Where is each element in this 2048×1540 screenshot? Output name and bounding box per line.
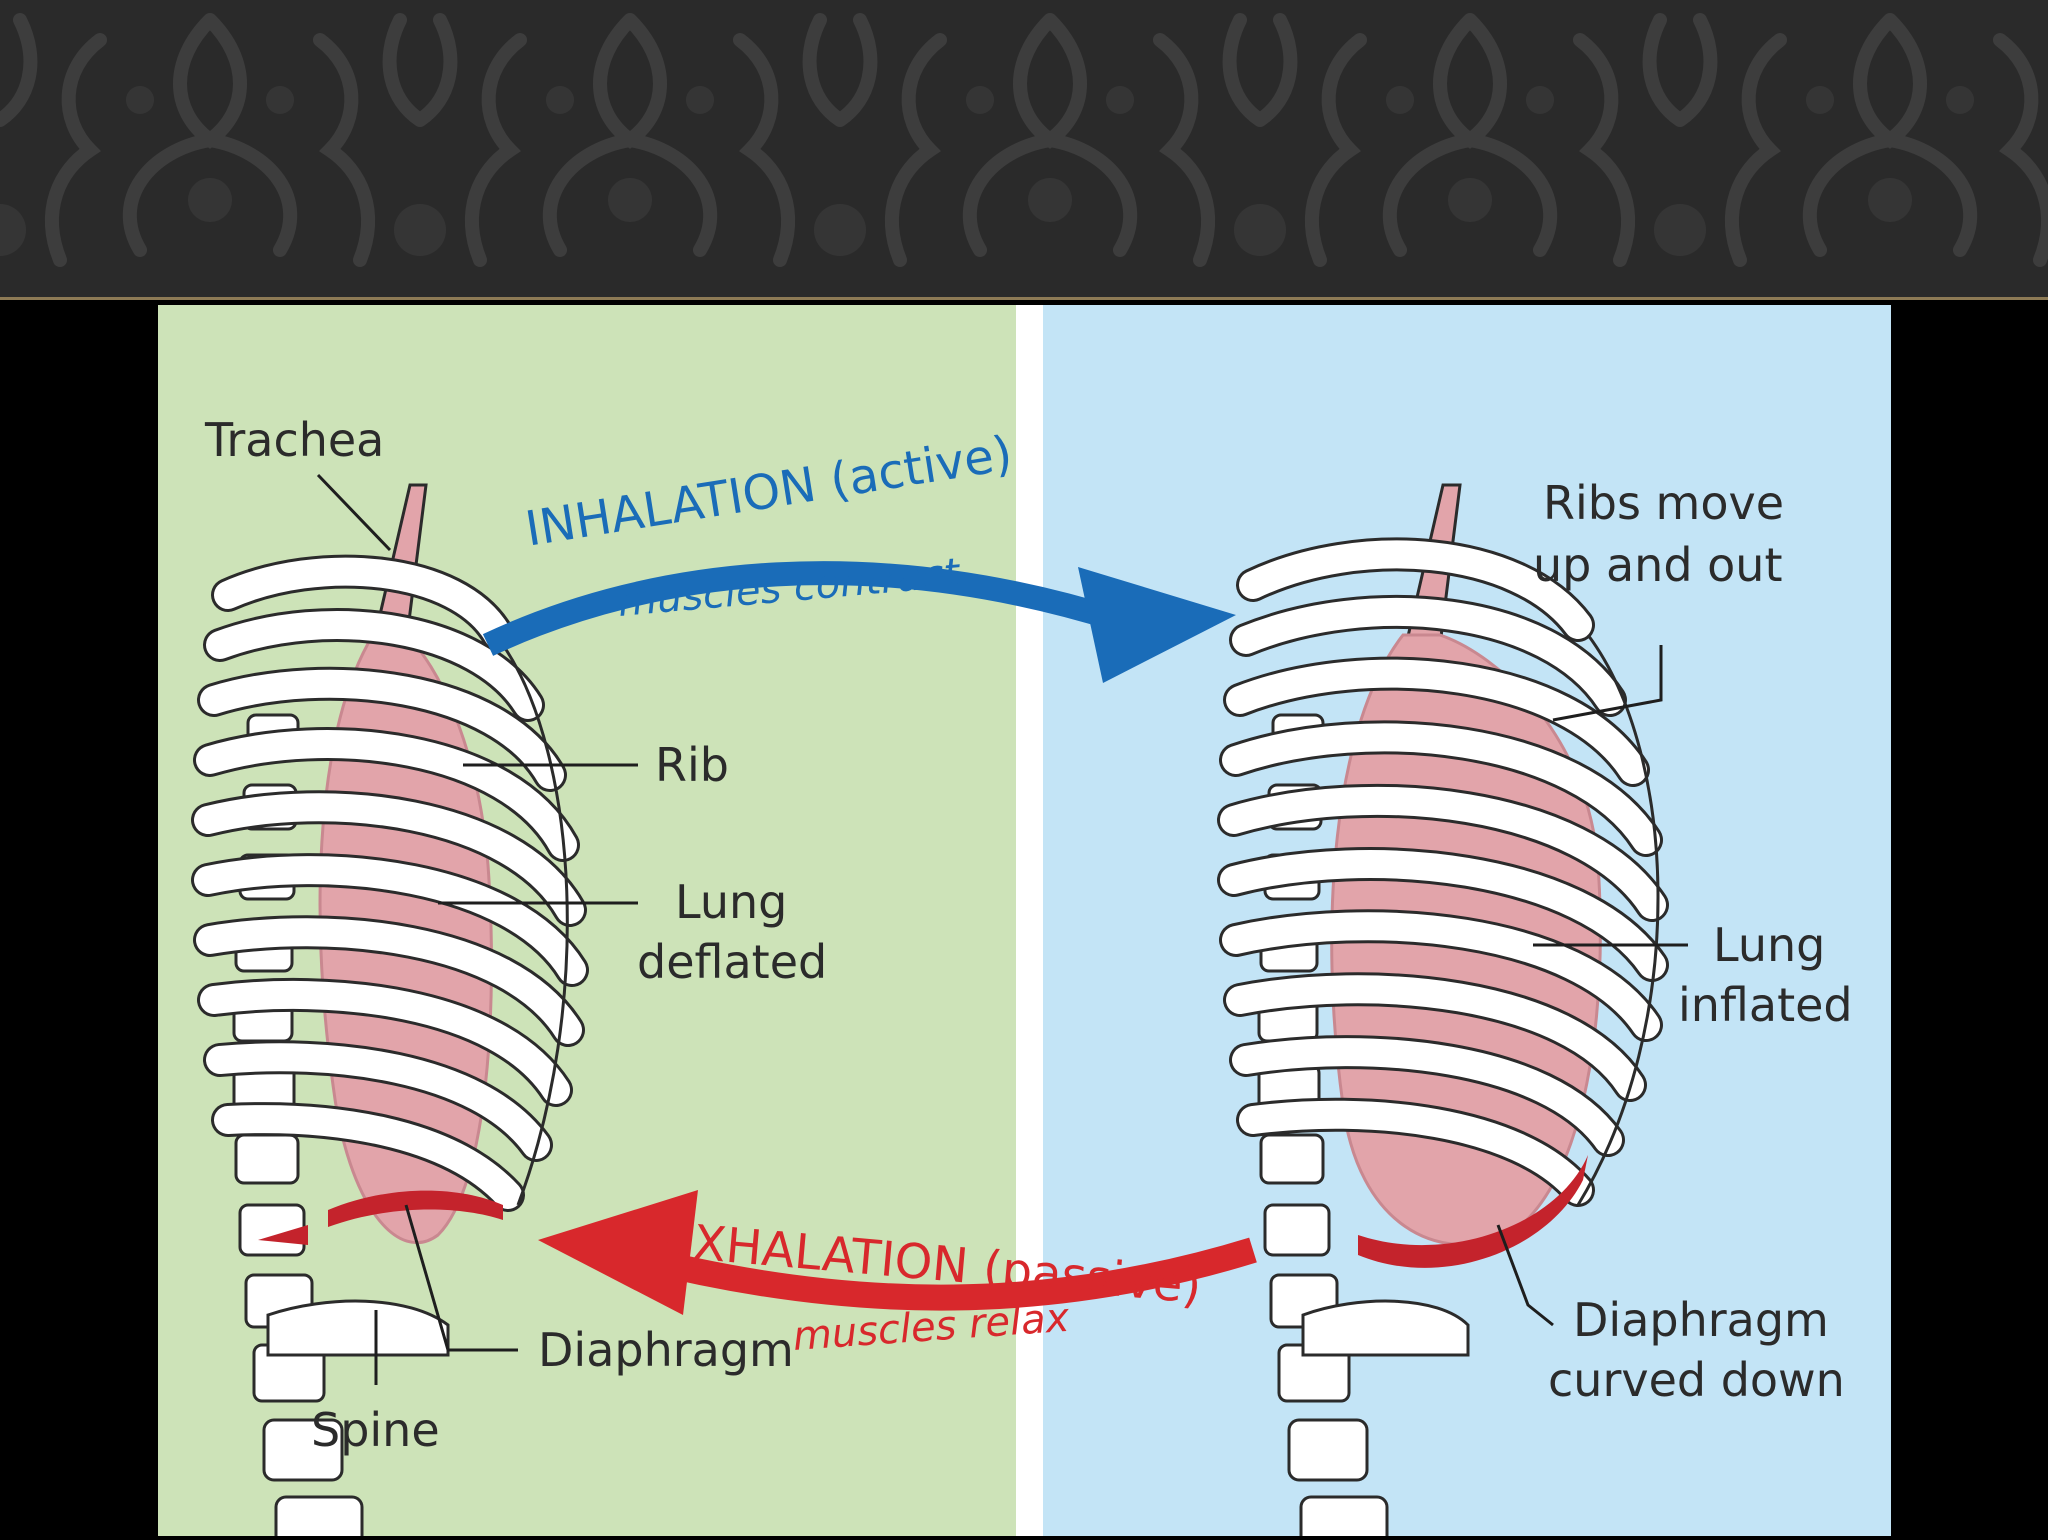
- label-ribs-move-2: up and out: [1533, 538, 1783, 592]
- header-banner: [0, 0, 2048, 298]
- exhalation-arrow: [538, 1190, 1257, 1315]
- right-ribcage: [1217, 483, 1669, 1540]
- label-spine: Spine: [311, 1403, 440, 1457]
- panel-gap: [1016, 305, 1043, 1536]
- left-ribcage: [191, 483, 589, 1540]
- right-diaphragm: [1358, 1155, 1588, 1268]
- leader-lines: [316, 473, 1688, 1385]
- label-lung-inflated-1: Lung: [1713, 918, 1826, 972]
- inhalation-arrow: [482, 561, 1236, 683]
- label-lung-inflated-2: inflated: [1678, 978, 1853, 1032]
- label-diaphragm-right-2: curved down: [1548, 1353, 1845, 1407]
- label-rib: Rib: [655, 738, 729, 792]
- label-lung-deflated-1: Lung: [675, 875, 788, 929]
- label-ribs-move-1: Ribs move: [1543, 476, 1785, 530]
- label-diaphragm-right-1: Diaphragm: [1573, 1293, 1829, 1347]
- breathing-diagram: Trachea Rib Lung deflated Diaphragm Spin…: [158, 305, 1891, 1540]
- diagram-artwork: [158, 305, 1891, 1540]
- label-lung-deflated-2: deflated: [637, 935, 828, 989]
- damask-pattern: [0, 0, 2048, 298]
- left-diaphragm: [328, 1190, 503, 1227]
- banner-divider: [0, 297, 2048, 300]
- label-trachea: Trachea: [205, 413, 385, 467]
- label-diaphragm-left: Diaphragm: [538, 1323, 794, 1377]
